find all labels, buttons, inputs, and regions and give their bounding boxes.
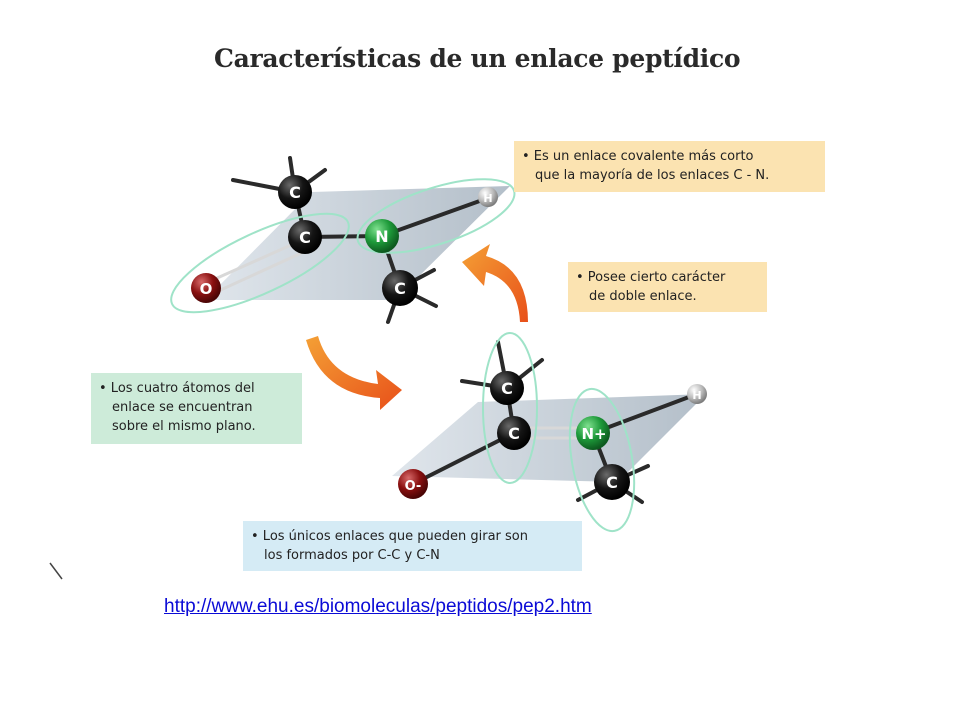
note-line: • Es un enlace covalente más corto (522, 149, 754, 164)
note-line: los formados por C-C y C-N (264, 548, 440, 563)
atom-label: N+ (581, 425, 606, 443)
bottom-cn-ring (568, 387, 636, 533)
atom-label: H (692, 389, 701, 402)
bottom-oxygen (398, 469, 428, 499)
top-carbon-alpha2 (382, 270, 418, 306)
note-line: • Posee cierto carácter (576, 270, 726, 285)
note-line: • Los únicos enlaces que pueden girar so… (251, 529, 528, 544)
atom-label: H (483, 192, 492, 205)
arrow-down-left (306, 336, 402, 410)
double-bond-note: • Posee cierto carácter de doble enlace. (568, 262, 767, 312)
atom-label: C (606, 473, 618, 492)
top-oxygen (191, 273, 221, 303)
top-hydrogen (478, 187, 498, 207)
note-line: de doble enlace. (589, 289, 697, 304)
page-title: Características de un enlace peptídico (214, 44, 741, 73)
note-line: • Los cuatro átomos del (99, 381, 255, 396)
top-carbon-carbonyl (288, 220, 322, 254)
covalent-bond-note: • Es un enlace covalente más corto que l… (514, 141, 825, 192)
atom-label: O (200, 280, 213, 298)
bottom-carbon-alpha2 (594, 464, 630, 500)
note-line: que la mayoría de los enlaces C - N. (535, 168, 770, 183)
bottom-nitrogen (576, 416, 610, 450)
note-line: sobre el mismo plano. (112, 419, 256, 434)
atom-label: C (299, 228, 311, 247)
bottom-carbon-alpha1 (490, 371, 524, 405)
top-nitrogen (365, 219, 399, 253)
top-molecule: C C N C O H (170, 156, 516, 324)
atom-label: C (394, 279, 406, 298)
top-nh-ring (356, 178, 516, 254)
stray-mark (49, 562, 63, 580)
bottom-molecule: C C N+ C O- H (392, 332, 707, 533)
top-molecule-plane (205, 186, 510, 300)
arrow-up-right (462, 244, 528, 322)
rotation-note: • Los únicos enlaces que pueden girar so… (243, 521, 582, 571)
note-line: enlace se encuentran (112, 400, 253, 415)
source-link[interactable]: http://www.ehu.es/biomoleculas/peptidos/… (164, 596, 592, 617)
bottom-cc-ring (482, 332, 538, 484)
atom-label: C (508, 424, 520, 443)
atom-label: N (375, 227, 388, 246)
bottom-carbon-carbonyl (497, 416, 531, 450)
same-plane-note: • Los cuatro átomos del enlace se encuen… (91, 373, 302, 444)
bottom-hydrogen (687, 384, 707, 404)
atom-label: C (501, 379, 513, 398)
atom-label: O- (405, 479, 422, 494)
top-co-ring (170, 212, 350, 314)
top-carbon-alpha1 (278, 175, 312, 209)
atom-label: C (289, 183, 301, 202)
